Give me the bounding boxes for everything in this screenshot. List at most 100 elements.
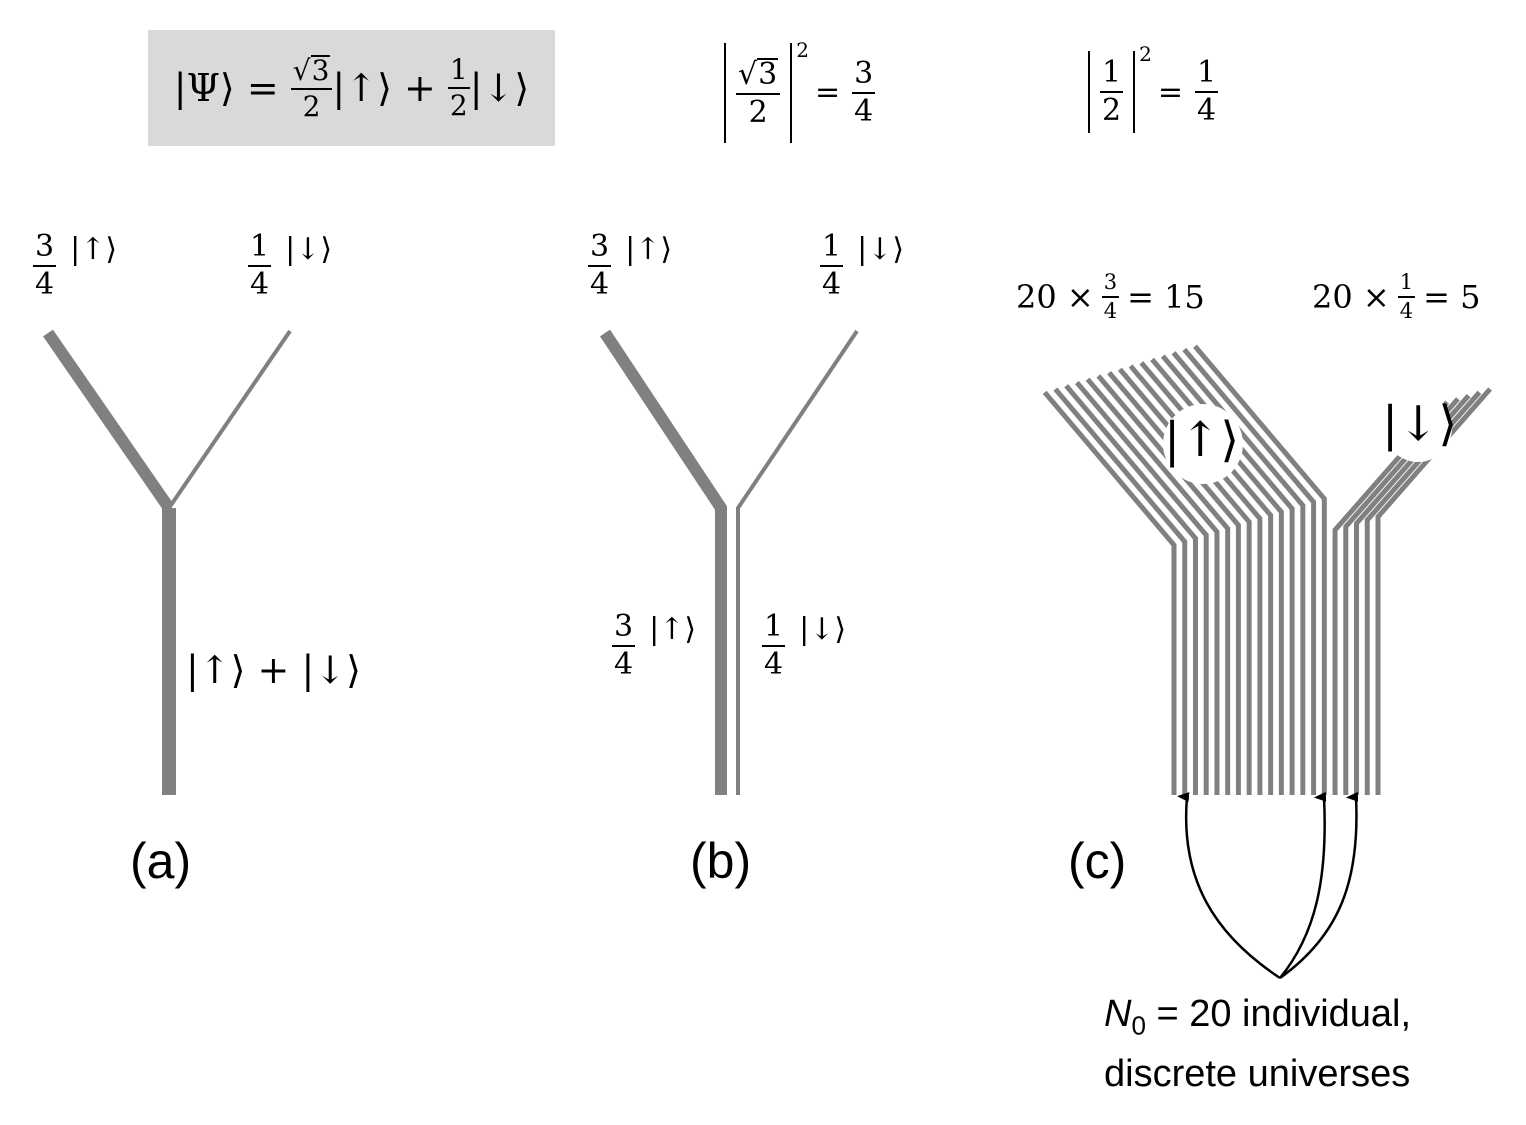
panel-c-up-count-fraction: 3 4: [1101, 272, 1120, 323]
equation-up-ket: |↑⟩: [332, 66, 392, 110]
universe-line-up: [1042, 390, 1177, 795]
panel-a-up-num: 3: [33, 232, 57, 267]
prob-down-inner-fraction: 1 2: [1100, 58, 1124, 128]
universe-line-up: [1053, 387, 1188, 795]
panel-a-branches: [43, 329, 292, 795]
down-amplitude-fraction: 1 2: [447, 56, 470, 122]
panel-a-down-den: 4: [250, 267, 270, 302]
panel-c-up-count: 20 × 3 4 = 15: [1016, 272, 1205, 322]
panel-c-universe-lines: [1042, 344, 1492, 795]
abs-bar-right: [790, 42, 793, 143]
universe-line-up: [1074, 380, 1209, 795]
prob-up-sqrt-arg: 3: [757, 56, 779, 92]
universes-note-line1: N0 = 20 individual,: [1104, 990, 1411, 1050]
panel-a-down-branch: [167, 329, 292, 510]
arrow-to-up-last-universe: [1279, 791, 1327, 979]
arrow-to-first-universe: [1177, 792, 1281, 980]
universe-line-up: [1085, 377, 1220, 795]
panel-a-down-num: 1: [248, 232, 272, 267]
panel-c-up-count-lead: 20 ×: [1016, 278, 1094, 316]
panel-a-up-branch: [43, 329, 174, 512]
panel-b-up-label: 3 4 |↑⟩: [588, 232, 672, 300]
panel-c-down-count-den: 4: [1399, 299, 1414, 323]
panel-b-down-den: 4: [822, 267, 842, 302]
panel-b-down-label: 1 4 |↓⟩: [820, 232, 904, 300]
universes-count-text: = 20 individual,: [1145, 993, 1412, 1035]
panel-c-label: (c): [1068, 833, 1127, 889]
panel-a-up-ket: |↑⟩: [70, 231, 118, 267]
prob-up-result: 3 4: [852, 58, 876, 129]
panel-c-down-count-tail: = 5: [1423, 278, 1481, 316]
panel-a-up-label: 3 4 |↑⟩: [33, 232, 117, 300]
universes-note-line2: discrete universes: [1104, 1052, 1411, 1095]
panel-a-up-den: 4: [35, 267, 55, 302]
prob-up-result-den: 4: [854, 93, 874, 129]
panel-b-down-line: [736, 329, 859, 795]
universe-line-up: [1193, 344, 1327, 795]
universe-line-up: [1182, 347, 1317, 795]
prob-up-result-num: 3: [852, 58, 876, 94]
panel-b-up-ket: |↑⟩: [625, 231, 673, 267]
panel-c-up-count-den: 4: [1103, 299, 1118, 323]
prob-down-result-den: 4: [1196, 93, 1217, 128]
arrow-to-down-universe: [1279, 791, 1359, 980]
universe-line-up: [1064, 384, 1198, 795]
panel-a-down-ket: |↓⟩: [285, 231, 333, 267]
panel-b-stem-up-den: 4: [614, 647, 634, 682]
equation-plus: +: [403, 66, 436, 110]
panel-b-up-line: [599, 329, 727, 795]
prob-up-power: 2: [796, 38, 809, 62]
universe-line-up: [1171, 351, 1306, 795]
equation-down-ket: |↓⟩: [469, 66, 530, 110]
universes-symbol: N: [1104, 993, 1132, 1035]
panel-c-down-ket: |↓⟩: [1382, 396, 1458, 452]
universe-line-up: [1096, 374, 1231, 795]
panel-b-stem-up-fraction: 3 4: [612, 612, 636, 682]
panel-c-up-count-tail: = 15: [1127, 278, 1205, 316]
panel-b-branches: [599, 329, 859, 795]
universe-line-down: [1332, 400, 1450, 795]
prob-up-inner-den: 2: [748, 94, 768, 130]
panel-b-stem-up-ket: |↑⟩: [649, 611, 697, 647]
prob-down-power: 2: [1139, 42, 1152, 66]
prob-down-inner-num: 1: [1100, 58, 1124, 93]
panel-a-stem-label: |↑⟩ + |↓⟩: [186, 648, 361, 692]
universe-line-down: [1343, 397, 1460, 795]
abs-bar-right: [1133, 51, 1136, 133]
universe-line-down: [1375, 387, 1492, 795]
panel-a-down-fraction: 1 4: [248, 232, 272, 302]
panel-c-arrows: [1177, 791, 1359, 980]
panel-b-down-ket: |↓⟩: [857, 231, 905, 267]
panel-b-stem-down-den: 4: [764, 647, 784, 682]
panel-c-down-count-fraction: 1 4: [1397, 272, 1416, 323]
panel-b-up-num: 3: [588, 232, 612, 267]
up-amplitude-fraction: √3 2: [290, 54, 333, 123]
panel-b-stem-down-label: 1 4 |↓⟩: [762, 612, 846, 680]
panel-c-down-count: 20 × 1 4 = 5: [1312, 272, 1480, 322]
universe-line-up: [1117, 367, 1252, 795]
universe-line-up: [1107, 370, 1241, 795]
prob-down-result-num: 1: [1194, 58, 1219, 93]
down-amplitude-denominator: 2: [449, 89, 468, 122]
prob-down-inner-den: 2: [1102, 93, 1122, 128]
panel-b-up-den: 4: [590, 267, 610, 302]
panel-b-down-fraction: 1 4: [820, 232, 844, 302]
up-amplitude-sqrt-arg: 3: [310, 54, 331, 87]
up-amplitude-denominator: 2: [302, 90, 321, 123]
universes-note: N0 = 20 individual, discrete universes: [1104, 990, 1411, 1098]
prob-down-result: 1 4: [1194, 58, 1219, 128]
panel-b-down-num: 1: [820, 232, 844, 267]
panel-c-up-ket: |↑⟩: [1164, 412, 1240, 468]
panel-a-label: (a): [130, 833, 192, 889]
panel-b-stem-down-num: 1: [762, 612, 786, 647]
abs-bar-left: [724, 42, 726, 143]
panel-c-down-count-num: 1: [1397, 272, 1416, 298]
abs-bar-left: [1088, 51, 1090, 133]
prob-up-expression: √3 2 2 = 3 4: [724, 38, 876, 145]
equation-lhs: |Ψ⟩ =: [173, 66, 279, 110]
prob-up-equals: =: [814, 75, 841, 110]
prob-down-expression: 1 2 2 = 1 4: [1088, 42, 1219, 138]
panel-b-up-fraction: 3 4: [588, 232, 612, 302]
panel-b-stem-down-fraction: 1 4: [762, 612, 786, 682]
